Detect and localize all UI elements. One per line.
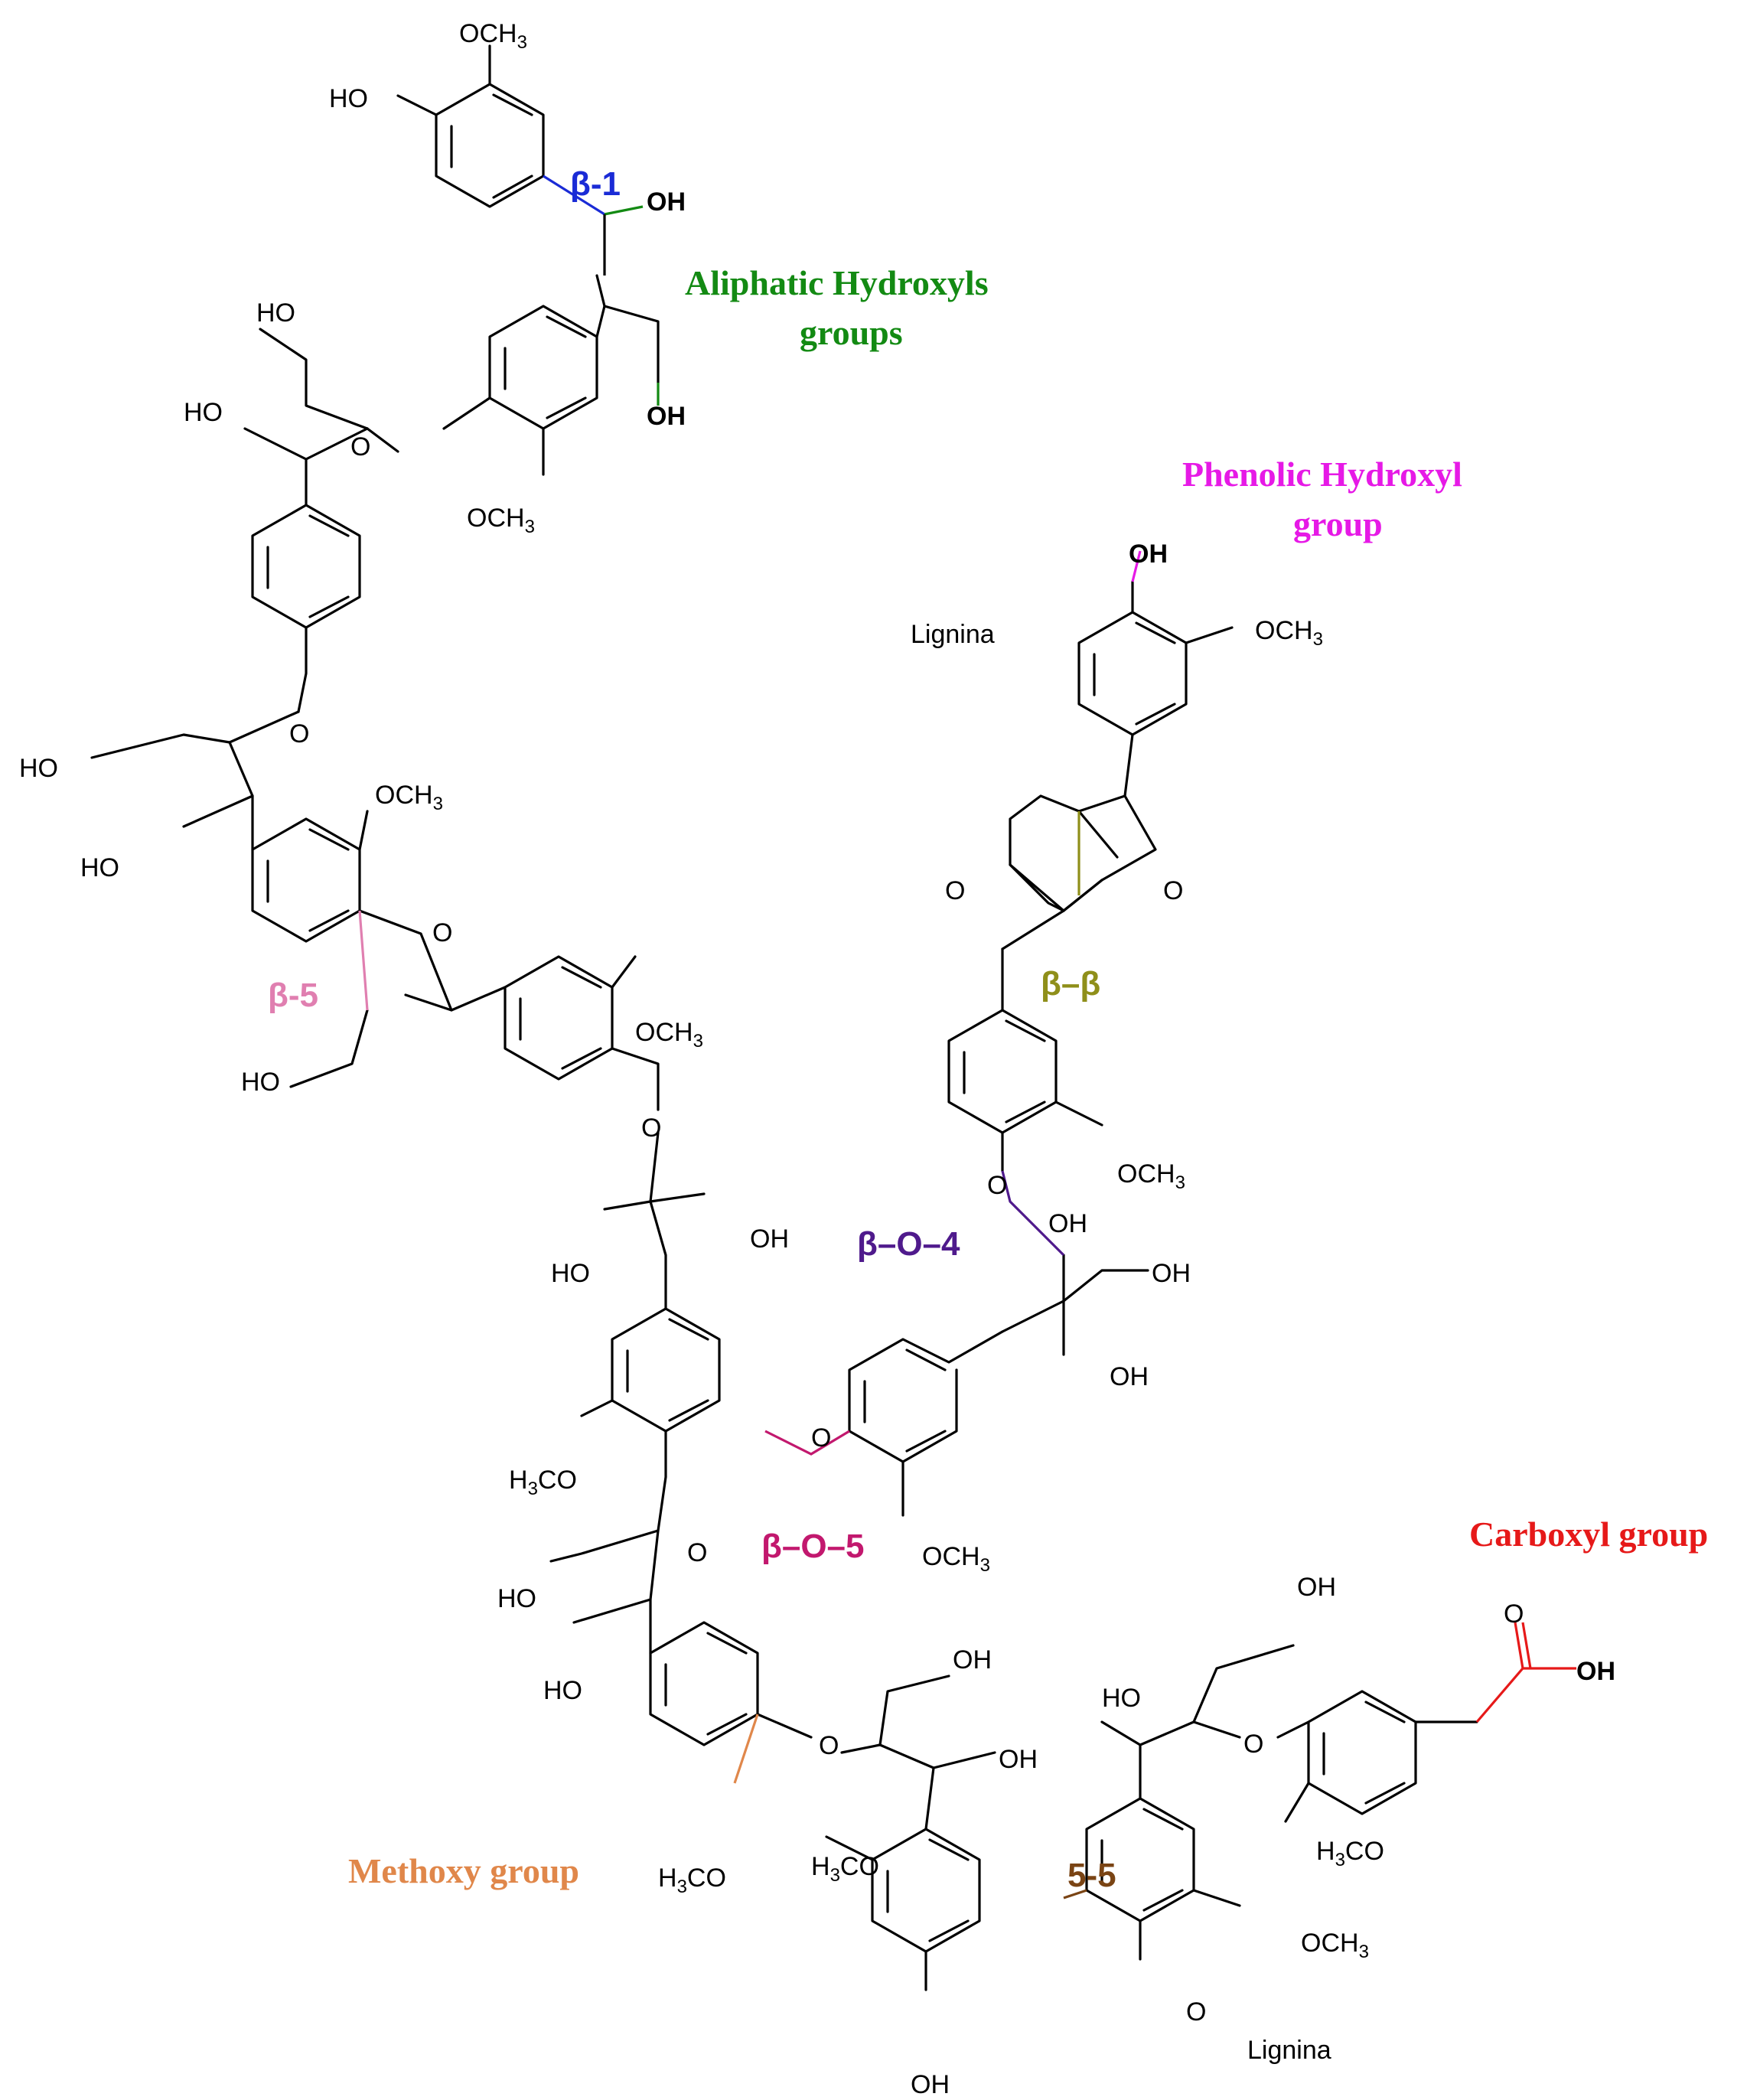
carboxyl-bond: [1475, 1622, 1576, 1723]
aliphatic-hydroxyl-1: OH: [647, 188, 686, 217]
beta-5-bond: [358, 910, 369, 1011]
phenolic-oh-bond: [1131, 550, 1142, 582]
carboxyl-hydroxyl: OH: [1576, 1657, 1615, 1686]
methoxy-bond: [733, 1714, 759, 1784]
chain-hydroxyl-13: OH: [1297, 1573, 1336, 1602]
atom-labels: OCH3 HO HO HO O OCH3 O HO HO OCH3 O HO O…: [19, 19, 1615, 2099]
carboxyl-label: Carboxyl group: [1469, 1515, 1708, 1554]
ring-i-methoxy: OCH3: [1301, 1929, 1369, 1962]
beta-o-5-oxygen: O: [811, 1423, 831, 1453]
linkage-labels: β-1 β-5 β–β β–O–4 β–O–5 5-5: [268, 165, 1116, 1894]
molecule-bonds: [90, 44, 1478, 1991]
ring-h-methoxy: H3CO: [811, 1852, 879, 1886]
aliphatic-hydroxyl-2: OH: [647, 402, 686, 431]
ring-h-hydroxyl: OH: [911, 2070, 950, 2099]
ring-a-hydroxyl: HO: [329, 84, 368, 113]
group-labels: Aliphatic Hydroxyls groups Phenolic Hydr…: [348, 263, 1708, 1890]
chain-hydroxyl-15: OH: [1152, 1259, 1191, 1288]
ring-k-methoxy: OCH3: [1255, 616, 1323, 650]
chain-hydroxyl-9: HO: [543, 1676, 582, 1705]
aliphatic-oh-bond-1: [604, 205, 644, 216]
beta-5-label: β-5: [268, 977, 318, 1014]
chain-hydroxyl-5: HO: [241, 1068, 280, 1097]
ring-d-methoxy: OCH3: [375, 781, 443, 814]
furofuran-oxygen-1: O: [945, 876, 965, 905]
chain-hydroxyl-14: OH: [1048, 1209, 1087, 1238]
lignina-label-top: Lignina: [911, 620, 995, 649]
ring-m: [848, 1330, 1004, 1463]
beta-1-bond: [543, 174, 605, 216]
beta-o-5-label: β–O–5: [761, 1528, 865, 1565]
ring-f-methoxy: H3CO: [509, 1466, 577, 1499]
ring-b-methoxy: OCH3: [467, 504, 535, 537]
colored-bonds: [358, 174, 1576, 1899]
ether-oxygen-1: O: [350, 432, 370, 461]
methoxy-label: Methoxy group: [348, 1851, 579, 1890]
furan-oxygen: O: [432, 918, 452, 947]
chain-hydroxyl-1: HO: [256, 298, 295, 328]
ether-oxygen-4: O: [687, 1538, 707, 1567]
beta-1-label: β-1: [570, 165, 621, 203]
chain-hydroxyl-4: HO: [80, 853, 119, 882]
chain-hydroxyl-3: HO: [19, 754, 58, 783]
aliphatic-label-line2: groups: [800, 313, 903, 352]
ring-a-methoxy: OCH3: [459, 19, 527, 53]
chain-hydroxyl-2: HO: [184, 398, 223, 427]
beta-o-4-bond: [1001, 1170, 1065, 1257]
beta-beta-label: β–β: [1041, 965, 1100, 1003]
methoxy-highlight: H3CO: [658, 1864, 726, 1897]
chain-hydroxyl-11: OH: [999, 1745, 1038, 1774]
beta-o-5-bond: [764, 1430, 850, 1456]
ether-oxygen-6: O: [1243, 1730, 1263, 1759]
ether-oxygen-5: O: [819, 1731, 839, 1760]
chain-hydroxyl-10: OH: [953, 1645, 992, 1674]
ring-e-methoxy: OCH3: [635, 1018, 703, 1052]
chain-hydroxyl-12: HO: [1102, 1684, 1141, 1713]
aliphatic-label-line1: Aliphatic Hydroxyls: [685, 263, 989, 302]
ring-j-methoxy: H3CO: [1316, 1837, 1384, 1870]
phenolic-hydroxyl: OH: [1129, 540, 1168, 569]
chain-hydroxyl-6: HO: [551, 1259, 590, 1288]
ring-l-ring-methoxy: OCH3: [1117, 1159, 1185, 1193]
chain-hydroxyl-7: OH: [750, 1224, 789, 1254]
lignina-label-bottom: Lignina: [1247, 2036, 1331, 2065]
ether-oxygen-3: O: [641, 1114, 661, 1143]
beta-o-4-oxygen: O: [987, 1171, 1007, 1200]
ether-oxygen-2: O: [289, 719, 309, 748]
ring-i-ether-oxygen: O: [1186, 1997, 1206, 2027]
ring-l-methoxy: OCH3: [922, 1542, 990, 1576]
chain-hydroxyl-8: HO: [497, 1584, 536, 1613]
carboxyl-oxygen: O: [1504, 1599, 1524, 1629]
five-five-bond: [1063, 1889, 1087, 1899]
chain-hydroxyl-16: OH: [1110, 1362, 1149, 1391]
phenolic-label-line2: group: [1293, 504, 1383, 543]
five-five-label: 5-5: [1067, 1857, 1116, 1894]
beta-o-4-label: β–O–4: [857, 1225, 960, 1263]
furofuran-oxygen-2: O: [1163, 876, 1183, 905]
phenolic-label-line1: Phenolic Hydroxyl: [1182, 455, 1462, 494]
